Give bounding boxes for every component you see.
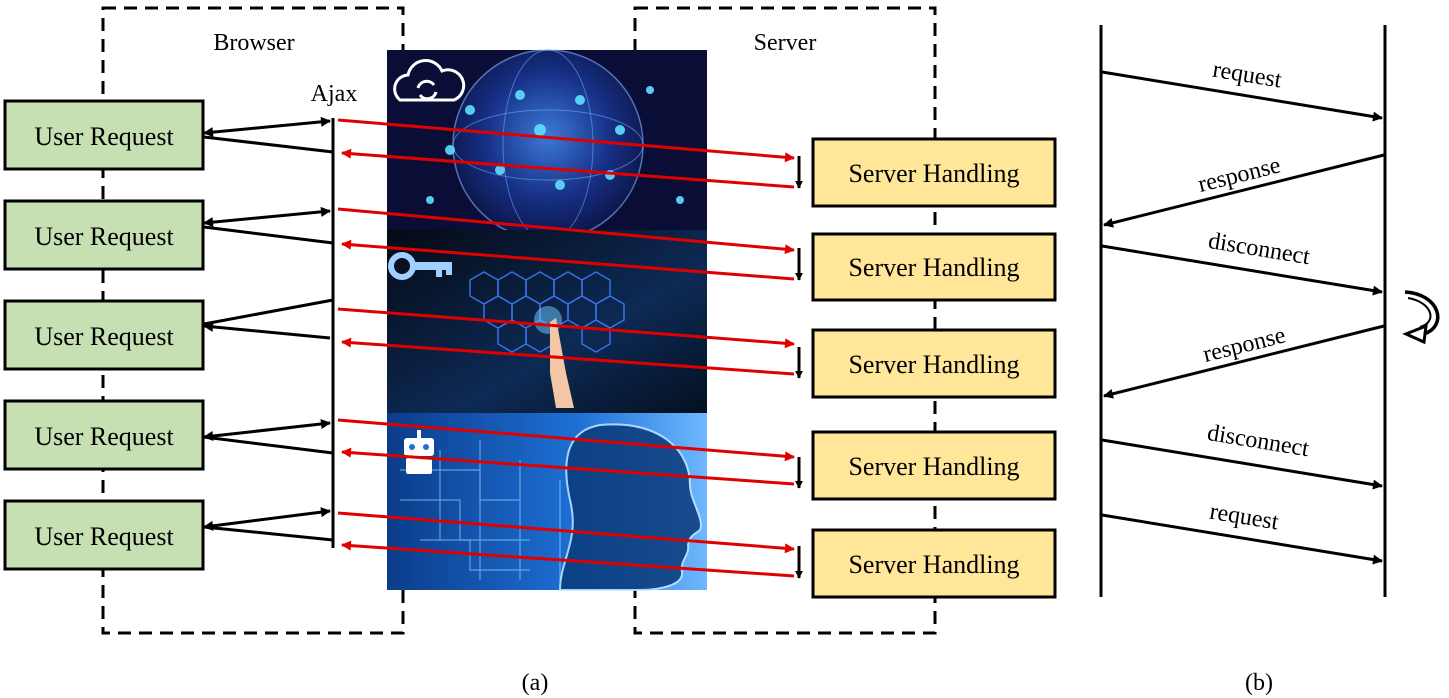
server-handling-label: Server Handling: [848, 550, 1019, 579]
message-arrows: [1101, 70, 1385, 565]
server-handling-box-2: Server Handling: [811, 232, 1057, 302]
server-handling-label: Server Handling: [848, 452, 1019, 481]
user-request-box-4: User Request: [3, 399, 205, 471]
key-icon: [388, 252, 452, 280]
user-request-label: User Request: [34, 322, 174, 351]
tech-image-strip: [387, 49, 707, 591]
user-request-label: User Request: [34, 522, 174, 551]
user-request-box-1: User Request: [3, 99, 205, 171]
user-request-box-5: User Request: [3, 499, 205, 571]
head-silhouette: [558, 423, 703, 591]
server-handling-box-3: Server Handling: [811, 328, 1057, 399]
pointing-hand: [550, 318, 574, 408]
server-handling-label: Server Handling: [848, 350, 1019, 379]
robot-icon: [404, 430, 434, 474]
ajax-red-arrows: [337, 118, 795, 578]
message-label-disconnect-2: disconnect: [1205, 420, 1311, 462]
ajax-label: Ajax: [311, 81, 358, 107]
browser-label: Browser: [213, 30, 294, 56]
u-turn-arrow-icon: [1402, 290, 1440, 345]
user-request-box-2: User Request: [3, 199, 205, 271]
server-handling-label: Server Handling: [848, 159, 1019, 188]
caption-a: (a): [522, 670, 549, 696]
server-handling-box-5: Server Handling: [811, 528, 1057, 599]
cloud-sync-icon: [393, 59, 466, 102]
user-request-label: User Request: [34, 422, 174, 451]
server-label: Server: [754, 30, 817, 56]
user-request-box-3: User Request: [3, 299, 205, 371]
message-label-request-2: request: [1208, 499, 1281, 536]
caption-b: (b): [1245, 670, 1273, 696]
server-handling-box-4: Server Handling: [811, 430, 1057, 501]
message-label-request-1: request: [1211, 57, 1284, 94]
browser-ajax-arrows: [203, 116, 334, 542]
user-request-label: User Request: [34, 122, 174, 151]
server-handling-label: Server Handling: [848, 253, 1019, 282]
server-handling-box-1: Server Handling: [811, 137, 1057, 208]
message-label-disconnect-1: disconnect: [1206, 228, 1312, 270]
user-request-label: User Request: [34, 222, 174, 251]
